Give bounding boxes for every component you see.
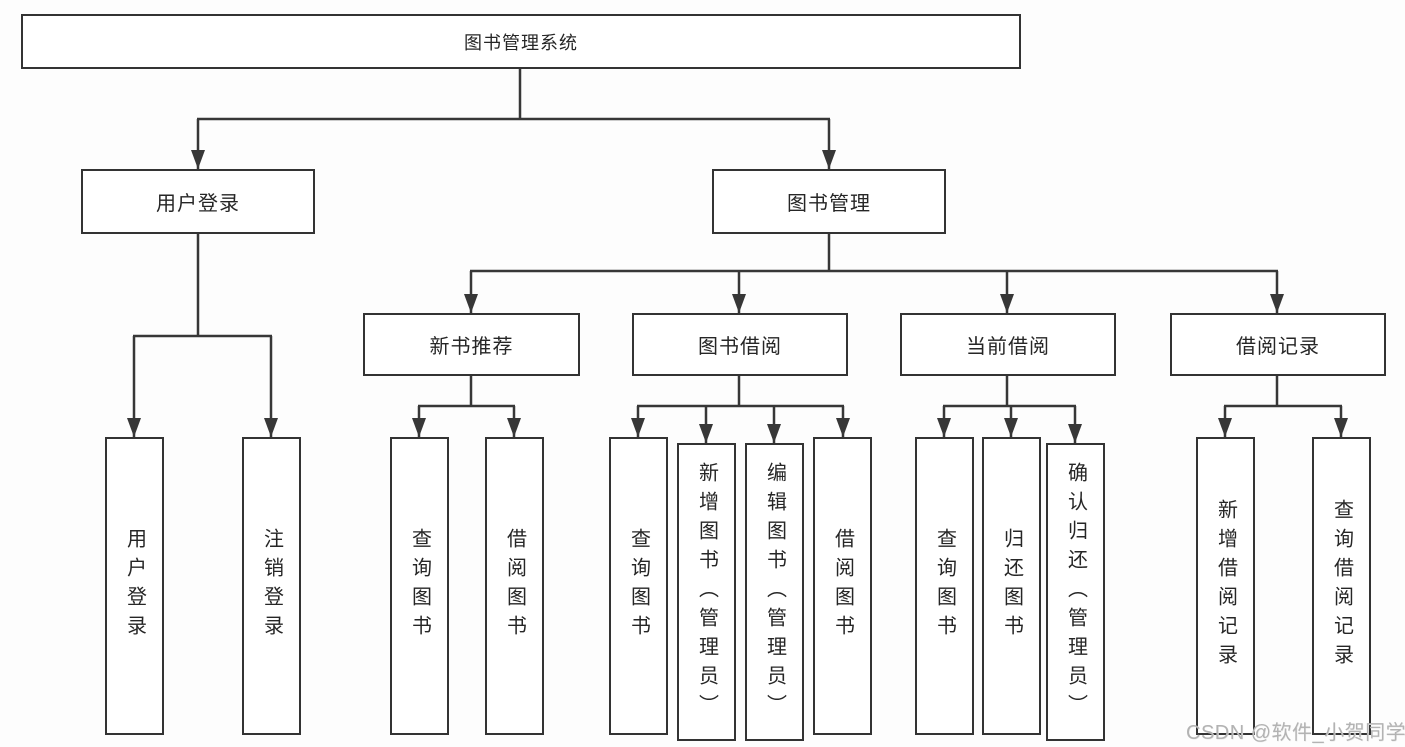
node-book-borrowing: 图书借阅 [632, 313, 848, 376]
node-label: 新增图书（管理员） [695, 461, 718, 723]
node-label: 新增借阅记录 [1214, 499, 1237, 673]
leaf-query-books-current: 查询图书 [915, 437, 974, 735]
node-current-borrowing: 当前借阅 [900, 313, 1116, 376]
leaf-confirm-return-admin: 确认归还（管理员） [1046, 443, 1105, 741]
leaf-add-books-admin: 新增图书（管理员） [677, 443, 736, 741]
node-label: 当前借阅 [966, 336, 1050, 358]
node-label: 查询图书 [408, 528, 431, 644]
node-label: 图书管理 [787, 193, 871, 215]
node-book-management-group: 图书管理 [712, 169, 946, 234]
node-label: 编辑图书（管理员） [763, 461, 786, 723]
node-label: 借阅记录 [1236, 336, 1320, 358]
leaf-return-books: 归还图书 [982, 437, 1041, 735]
node-label: 图书管理系统 [464, 32, 578, 53]
leaf-borrow-books-recommend: 借阅图书 [485, 437, 544, 735]
leaf-borrow-books: 借阅图书 [813, 437, 872, 735]
leaf-logout-login: 注销登录 [242, 437, 301, 735]
node-borrowing-records: 借阅记录 [1170, 313, 1386, 376]
node-new-book-recommendation: 新书推荐 [363, 313, 580, 376]
leaf-query-borrow-record: 查询借阅记录 [1312, 437, 1371, 735]
node-user-login-group: 用户登录 [81, 169, 315, 234]
node-label: 注销登录 [260, 528, 283, 644]
node-label: 归还图书 [1000, 528, 1023, 644]
leaf-user-login: 用户登录 [105, 437, 164, 735]
csdn-watermark: CSDN @软件_小贺同学 [1186, 722, 1405, 744]
node-label: 用户登录 [156, 193, 240, 215]
node-label: 借阅图书 [503, 528, 526, 644]
node-label: 确认归还（管理员） [1064, 461, 1087, 723]
connector-lines [132, 68, 1343, 443]
node-label: 借阅图书 [831, 528, 854, 644]
node-label: 用户登录 [123, 528, 146, 644]
leaf-add-borrow-record: 新增借阅记录 [1196, 437, 1255, 735]
node-library-management-system: 图书管理系统 [21, 14, 1021, 69]
leaf-edit-books-admin: 编辑图书（管理员） [745, 443, 804, 741]
node-label: 查询图书 [933, 528, 956, 644]
node-label: 图书借阅 [698, 336, 782, 358]
node-label: 查询借阅记录 [1330, 499, 1353, 673]
leaf-query-books-recommend: 查询图书 [390, 437, 449, 735]
node-label: 新书推荐 [429, 336, 514, 358]
leaf-query-books-borrowing: 查询图书 [609, 437, 668, 735]
node-label: 查询图书 [627, 528, 650, 644]
